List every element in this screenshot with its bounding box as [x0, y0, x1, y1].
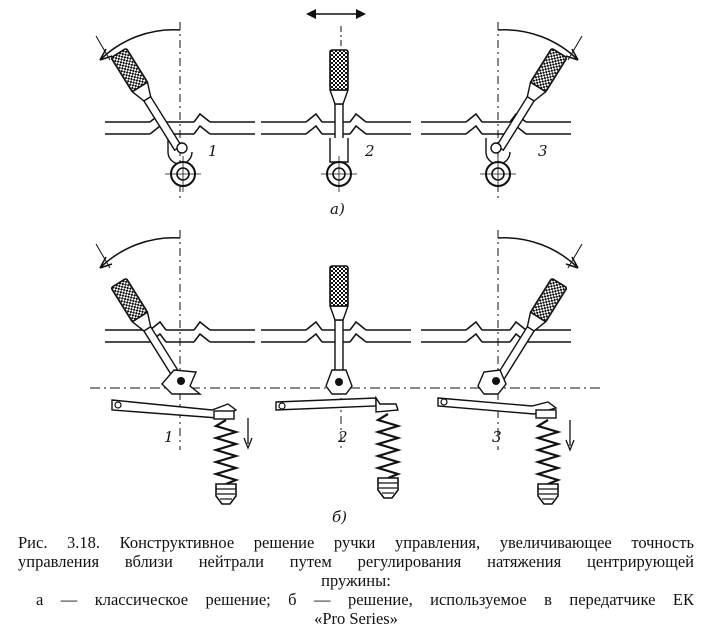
- position-label-1b: 1: [164, 428, 174, 446]
- row-a-position-1: 1: [95, 22, 256, 200]
- caption-line-2: управления вблизи нейтрали путем регулир…: [18, 552, 694, 571]
- row-b-label: б): [332, 508, 347, 526]
- row-a-position-3: 3: [420, 22, 583, 200]
- row-a-label: a): [330, 200, 345, 218]
- position-label-2a: 2: [364, 142, 375, 160]
- row-b-position-1: 1: [95, 230, 256, 506]
- figure-caption: Рис. 3.18. Конструктивное решение ручки …: [18, 533, 694, 628]
- position-label-2b: 2: [337, 428, 348, 446]
- position-label-3a: 3: [538, 142, 548, 160]
- row-b-position-3: 3: [420, 230, 583, 506]
- control-stick-figure: 1 2 a) 3: [90, 9, 600, 526]
- row-a-position-2: 2 a): [260, 9, 412, 218]
- caption-line-5: «Pro Series»: [314, 609, 398, 628]
- caption-line-3: пружины:: [321, 571, 391, 590]
- caption-line-4: а — классическое решение; б — решение, и…: [36, 590, 694, 609]
- position-label-3b: 3: [492, 428, 502, 446]
- position-label-1a: 1: [208, 142, 218, 160]
- row-b-position-2: 2 б): [260, 265, 412, 526]
- caption-line-1: Рис. 3.18. Конструктивное решение ручки …: [18, 533, 694, 552]
